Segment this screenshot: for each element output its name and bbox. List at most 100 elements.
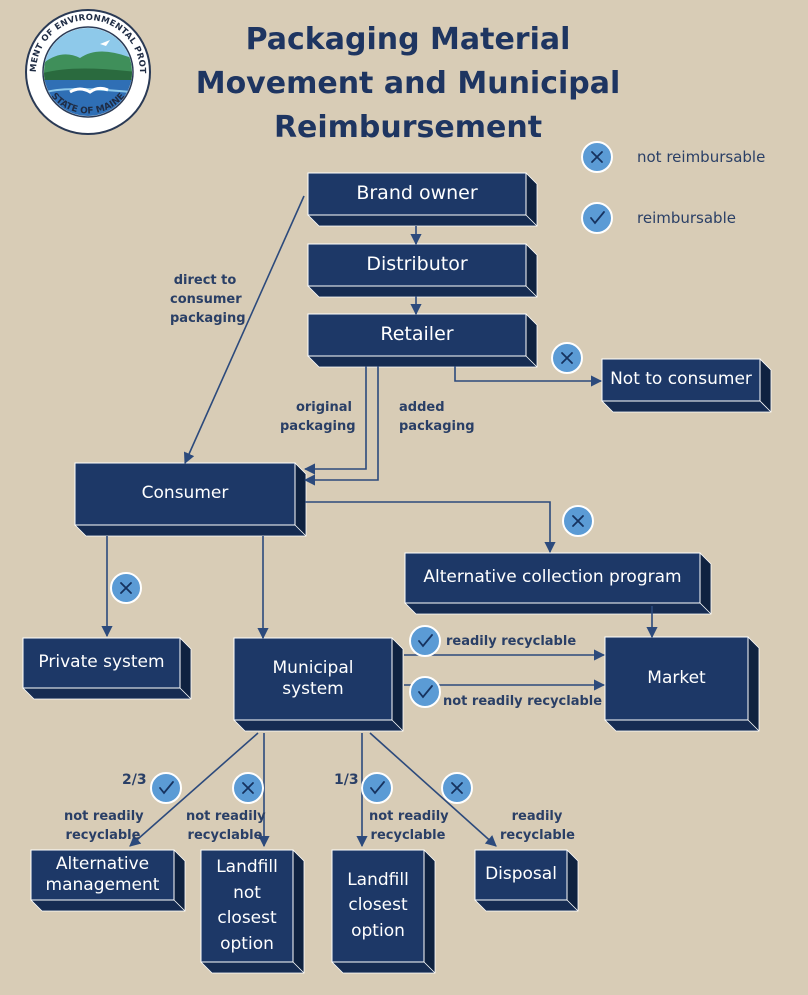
box-edge: [759, 400, 772, 413]
arrow-retailer-to-not-consumer: [454, 366, 603, 387]
box-face: [760, 359, 771, 412]
arrow-consumer-to-alt-collection: [305, 501, 556, 554]
check-mark: [590, 211, 605, 225]
node-retailer: Retailer: [380, 323, 454, 346]
box-face: [30, 849, 175, 901]
check-alt-management-badge-icon: [150, 772, 182, 804]
label-not-readily-recyclable-to-market: not readily recyclable: [443, 694, 603, 709]
diagram-arrows: [101, 195, 658, 848]
box-face: [748, 637, 759, 731]
check-mark: [159, 781, 174, 795]
box-face: [180, 638, 191, 699]
box-face: [307, 313, 527, 357]
x-mark: [561, 352, 573, 364]
check-landfill-closest-badge-icon: [361, 772, 393, 804]
box-face: [700, 553, 711, 614]
box-face: [526, 173, 537, 226]
arrow-direct-to-consumer: [183, 195, 305, 465]
box-face: [295, 463, 306, 536]
box-face: [332, 962, 435, 973]
badge-circle: [409, 625, 441, 657]
x-mark: [451, 782, 463, 794]
box-face: [602, 401, 771, 412]
node-landfill-closest-option: Landfill closest option: [347, 869, 409, 941]
node-not-to-consumer: Not to consumer: [610, 369, 752, 390]
x-mark: [591, 151, 603, 163]
label-line: not readily: [186, 809, 266, 824]
reimbursement-badges: [110, 141, 613, 804]
box-face: [331, 849, 425, 963]
box-not-to-consumer: [601, 358, 772, 413]
x-mark: [572, 515, 584, 527]
cross-legend-not-reimbursable-icon: [581, 141, 613, 173]
label-direct-to-consumer-packaging: direct to consumer packaging: [170, 272, 246, 329]
box-face: [604, 636, 749, 721]
cross-private-system-badge-icon: [110, 572, 142, 604]
box-face: [526, 244, 537, 297]
cross-landfill-not-closest-badge-icon: [232, 772, 264, 804]
label-one-third: 1/3: [334, 772, 359, 788]
badge-circle: [409, 676, 441, 708]
box-face: [405, 603, 711, 614]
box-face: [201, 962, 304, 973]
label-disposal-readily: readily recyclable: [500, 808, 575, 846]
label-line: added: [399, 400, 445, 415]
node-consumer: Consumer: [141, 483, 229, 504]
box-face: [567, 850, 578, 911]
box-face: [233, 637, 393, 721]
box-distributor: [307, 243, 538, 298]
title-line-1: Packaging Material: [245, 22, 571, 57]
title-line-2: Movement and Municipal: [195, 66, 621, 101]
box-alternative-management: [30, 849, 186, 912]
box-disposal: [474, 849, 579, 912]
arrow-municipal-to-disposal: [369, 732, 497, 847]
box-municipal-system: [233, 637, 404, 732]
arrow-added-packaging: [303, 366, 379, 486]
box-edge: [423, 961, 436, 974]
label-line: recyclable: [500, 827, 575, 843]
box-face: [234, 720, 403, 731]
diagram-boxes: [22, 172, 772, 974]
badge-circle: [361, 772, 393, 804]
label-line: not readily: [369, 809, 449, 824]
box-face: [308, 286, 537, 297]
box-alternative-collection-program: [404, 552, 712, 615]
node-alternative-management: Alternative management: [45, 853, 160, 895]
box-edge: [525, 355, 538, 368]
label-line: packaging: [399, 418, 475, 434]
node-market: Market: [647, 667, 706, 688]
box-edge: [173, 899, 186, 912]
box-face: [31, 900, 185, 911]
label-line: recyclable: [65, 827, 141, 843]
node-private-system: Private system: [38, 652, 165, 673]
x-mark: [242, 782, 254, 794]
box-edge: [525, 214, 538, 227]
box-face: [200, 849, 294, 963]
box-retailer: [307, 313, 538, 368]
node-brand-owner: Brand owner: [356, 182, 478, 205]
label-landfill-closest-not-readily: not readily recyclable: [369, 808, 449, 846]
label-original-packaging: original packaging: [280, 399, 356, 437]
maine-dep-logo: DEPARTMENT OF ENVIRONMENTAL PROTECTION S…: [0, 0, 151, 135]
box-market: [604, 636, 760, 732]
label-landfill-not-closest-not-readily: not readily recyclable: [186, 808, 266, 846]
badge-circle: [581, 202, 613, 234]
box-face: [475, 900, 578, 911]
label-line: readily: [511, 809, 563, 824]
page-title: Packaging Material Movement and Municipa…: [150, 18, 666, 150]
arrow-original-packaging: [303, 366, 367, 475]
check-mark: [370, 781, 385, 795]
box-landfill-closest-option: [331, 849, 436, 974]
box-consumer: [74, 462, 307, 537]
box-face: [308, 356, 537, 367]
box-face: [75, 525, 306, 536]
node-disposal: Disposal: [485, 864, 557, 885]
box-face: [404, 552, 701, 604]
label-readily-recyclable-to-market: readily recyclable: [446, 634, 577, 649]
box-face: [307, 243, 527, 287]
box-face: [526, 314, 537, 367]
legend-not-reimbursable-label: not reimbursable: [637, 148, 766, 166]
label-line: recyclable: [187, 827, 263, 843]
box-face: [22, 637, 181, 689]
box-edge: [292, 961, 305, 974]
